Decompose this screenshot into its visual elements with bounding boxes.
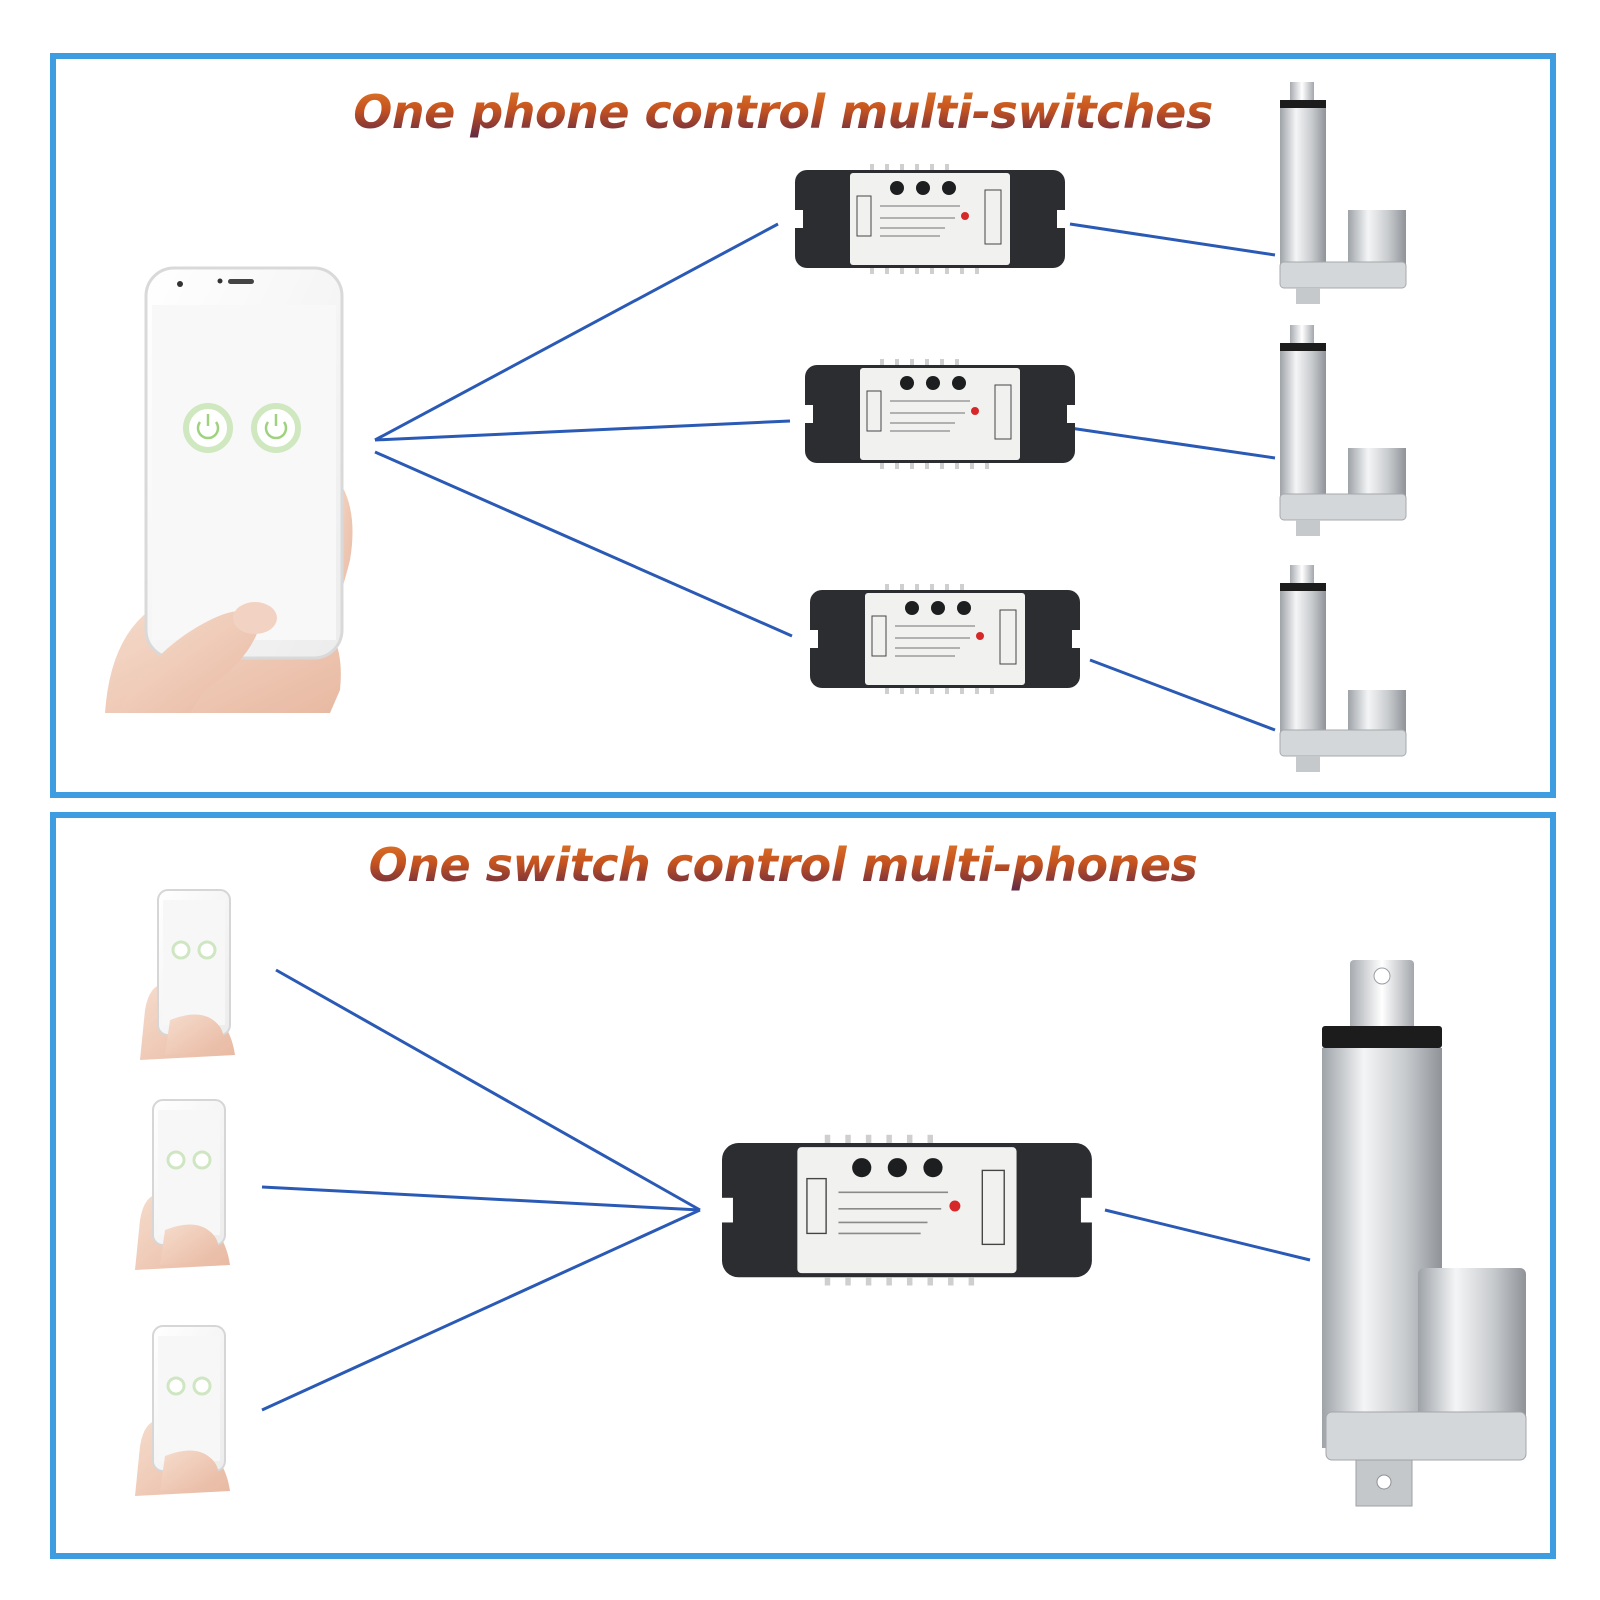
signal-line [1104, 1208, 1311, 1262]
signal-line [275, 968, 701, 1212]
top-signal-lines [374, 222, 1276, 732]
signal-line [374, 419, 791, 442]
signal-line [1089, 658, 1276, 732]
signal-line [1069, 426, 1276, 460]
linear-actuator-icon [1279, 325, 1407, 536]
signal-line [1069, 222, 1276, 257]
power-icon [251, 403, 301, 453]
smartphone-icon [105, 266, 353, 713]
signal-line [261, 1185, 701, 1212]
signal-line [374, 450, 793, 638]
linear-actuator-icon [1279, 565, 1407, 772]
panel-switch-to-phones: One switch control multi-phones [50, 812, 1556, 1559]
power-icon [183, 403, 233, 453]
panel-phone-to-switches: One phone control multi-switches [50, 53, 1556, 798]
panel-title: One phone control multi-switches [36, 85, 1530, 139]
signal-line [374, 222, 779, 442]
bottom-signal-lines [261, 968, 1311, 1412]
panel-title: One switch control multi-phones [36, 838, 1530, 892]
signal-line [261, 1208, 701, 1412]
linear-actuator-icon [1279, 82, 1407, 304]
linear-actuator-icon [1322, 960, 1527, 1507]
